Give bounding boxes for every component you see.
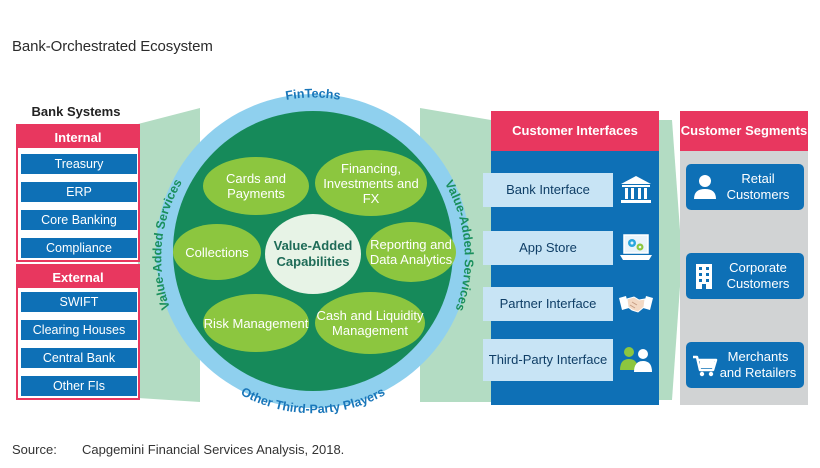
interfaces-segments-chevron [659, 120, 682, 400]
system-central-bank: Central Bank [21, 348, 137, 368]
capability-collections: Collections [173, 224, 261, 280]
interface-third-party: Third-Party Interface [483, 339, 613, 381]
person-icon [694, 175, 716, 199]
value-added-capabilities-core: Value-Added Capabilities [265, 214, 361, 294]
system-swift: SWIFT [21, 292, 137, 312]
system-erp: ERP [21, 182, 137, 202]
fintechs-label: FinTechs [284, 86, 341, 102]
capability-financing-investments-fx: Financing, Investments and FX [315, 150, 427, 216]
capability-reporting-analytics: Reporting and Data Analytics [366, 222, 456, 282]
segment-corporate-label: Corporate Customers [726, 260, 790, 291]
interface-partner: Partner Interface [483, 287, 613, 321]
capability-cards-payments: Cards and Payments [203, 157, 309, 215]
bank-systems-heading: Bank Systems [31, 104, 121, 119]
interface-bank: Bank Interface [483, 173, 613, 207]
capability-risk-management: Risk Management [203, 294, 309, 352]
system-compliance: Compliance [21, 238, 137, 258]
system-clearing-houses: Clearing Houses [21, 320, 137, 340]
external-heading: External [18, 266, 138, 288]
source-label: Source: [12, 442, 57, 457]
system-core-banking: Core Banking [21, 210, 137, 230]
segment-retail-label: Retail Customers [726, 171, 790, 202]
cart-icon [693, 355, 718, 377]
people-icon [620, 347, 652, 372]
segment-corporate: Corporate Customers [686, 253, 804, 299]
customer-segments-heading: Customer Segments [680, 111, 808, 151]
internal-heading: Internal [18, 126, 138, 148]
segment-merchants: Merchants and Retailers [686, 342, 804, 388]
segment-merchants-label: Merchants and Retailers [719, 349, 797, 380]
handshake-icon [619, 296, 653, 313]
segment-retail: Retail Customers [686, 164, 804, 210]
system-other-fis: Other FIs [21, 376, 137, 396]
source-text: Capgemini Financial Services Analysis, 2… [82, 442, 345, 457]
capability-cash-liquidity: Cash and Liquidity Management [315, 292, 425, 354]
external-group: External SWIFT Clearing Houses Central B… [16, 264, 140, 400]
interface-app-store: App Store [483, 231, 613, 265]
system-treasury: Treasury [21, 154, 137, 174]
page-title: Bank-Orchestrated Ecosystem [12, 38, 213, 55]
internal-group: Internal Treasury ERP Core Banking Compl… [16, 124, 140, 262]
building-icon [696, 264, 712, 289]
customer-interfaces-heading: Customer Interfaces [491, 111, 659, 151]
laptop-gears-icon [620, 234, 652, 260]
bank-icon [621, 176, 651, 203]
